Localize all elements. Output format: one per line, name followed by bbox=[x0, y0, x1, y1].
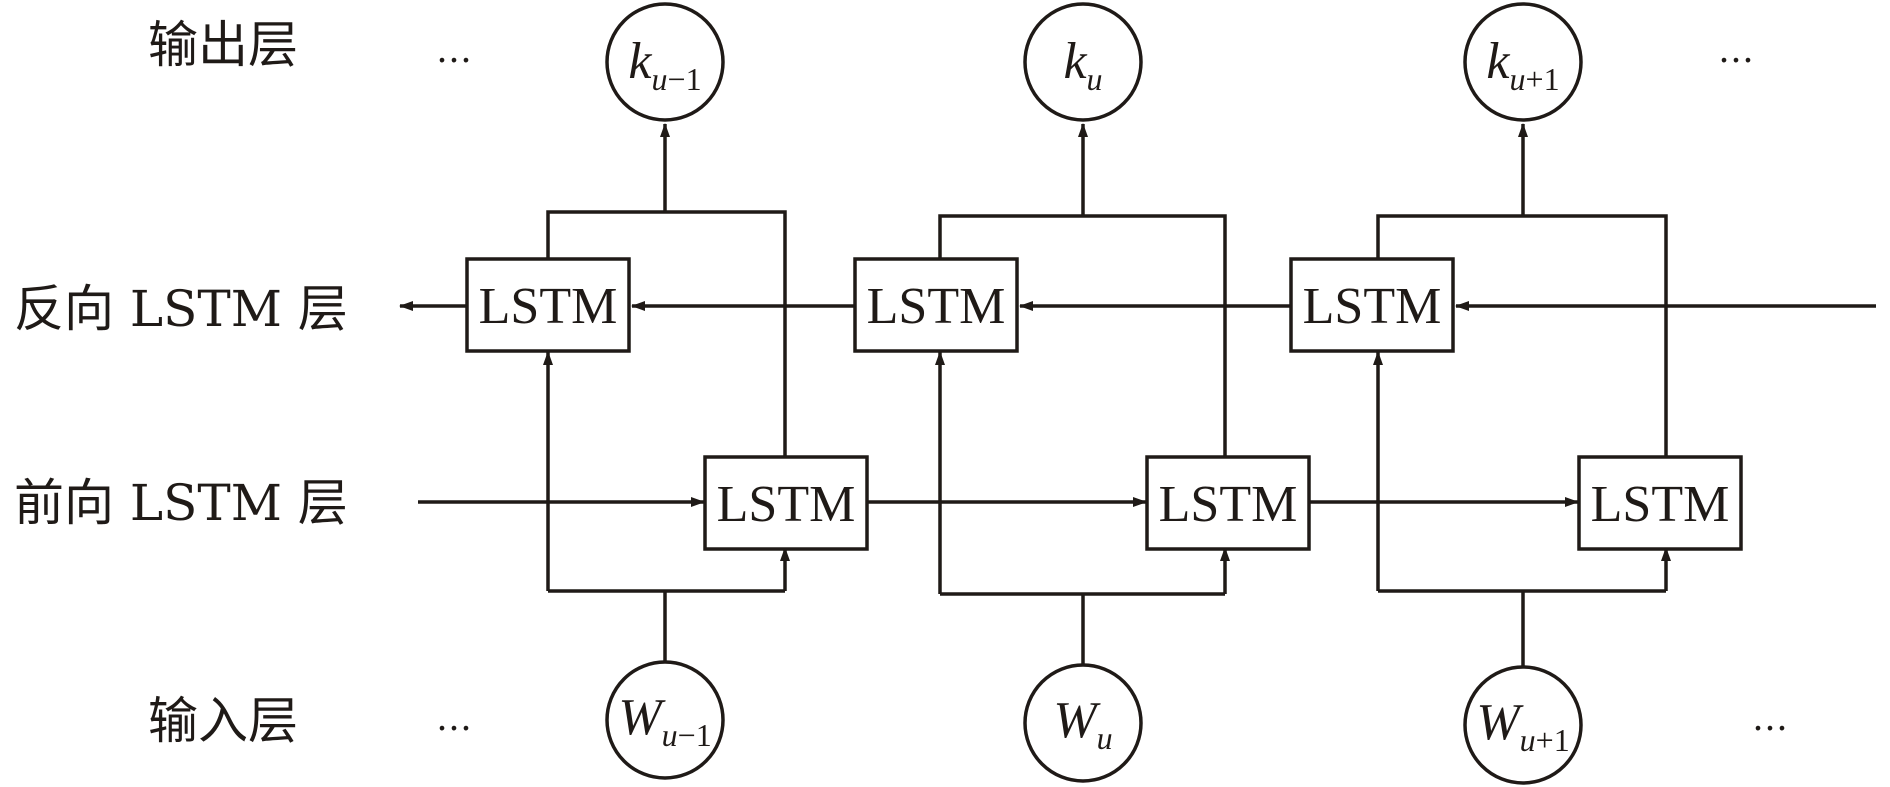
backward-lstm-layer-label: 反向 LSTM 层 bbox=[14, 280, 348, 338]
input-node-1: Wu−1 bbox=[605, 660, 725, 780]
output-node-2-label: ku bbox=[1063, 33, 1102, 97]
input-ellipsis-left: … bbox=[436, 698, 472, 739]
output-layer-label: 输出层 bbox=[148, 16, 298, 74]
forward-lstm-cell-1-label: LSTM bbox=[717, 476, 856, 533]
forward-lstm-cell-3: LSTM bbox=[1577, 455, 1743, 551]
backward-lstm-cell-2-label: LSTM bbox=[867, 278, 1006, 335]
input-node-3: Wu+1 bbox=[1463, 665, 1583, 785]
forward-lstm-cell-2-label: LSTM bbox=[1159, 476, 1298, 533]
backward-lstm-cell-3: LSTM bbox=[1289, 257, 1455, 353]
output-ellipsis-left: … bbox=[436, 30, 472, 71]
input-node-1-label: Wu−1 bbox=[618, 689, 711, 753]
forward-lstm-cell-3-label: LSTM bbox=[1591, 476, 1730, 533]
backward-lstm-cell-2: LSTM bbox=[853, 257, 1019, 353]
input-node-2: Wu bbox=[1023, 663, 1143, 783]
input-node-2-label: Wu bbox=[1053, 692, 1112, 756]
output-node-1-label: ku−1 bbox=[628, 33, 701, 97]
backward-lstm-cell-1: LSTM bbox=[465, 257, 631, 353]
forward-lstm-cell-2: LSTM bbox=[1145, 455, 1311, 551]
backward-lstm-cell-3-label: LSTM bbox=[1303, 278, 1442, 335]
output-node-3-label: ku+1 bbox=[1486, 33, 1559, 97]
backward-lstm-cell-1-label: LSTM bbox=[479, 278, 618, 335]
input-layer-label: 输入层 bbox=[148, 692, 298, 750]
input-node-3-label: Wu+1 bbox=[1476, 694, 1569, 758]
forward-lstm-cell-1: LSTM bbox=[703, 455, 869, 551]
output-node-3: ku+1 bbox=[1463, 2, 1583, 122]
input-ellipsis-right: … bbox=[1752, 698, 1788, 739]
forward-lstm-layer-label: 前向 LSTM 层 bbox=[14, 474, 348, 532]
output-node-2: ku bbox=[1023, 2, 1143, 122]
output-node-1: ku−1 bbox=[605, 2, 725, 122]
output-ellipsis-right: … bbox=[1718, 30, 1754, 71]
